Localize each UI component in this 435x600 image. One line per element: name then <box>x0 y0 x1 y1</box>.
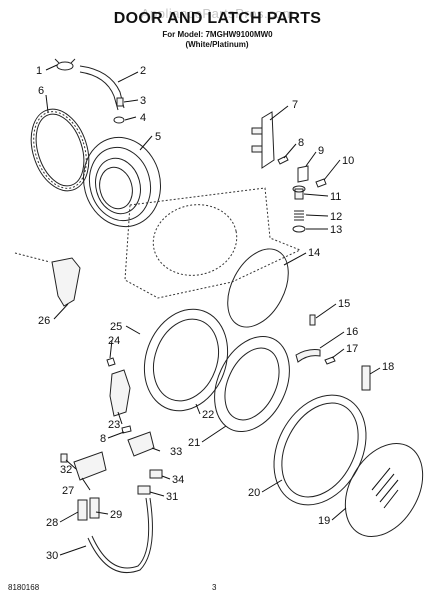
callout-28: 28 <box>46 517 58 529</box>
callout-5: 5 <box>155 131 161 143</box>
callout-32: 32 <box>60 464 72 476</box>
part-mounting-clip <box>137 485 151 495</box>
part-door-glass-bowl <box>214 335 290 433</box>
part-lever-screw <box>324 356 336 365</box>
part-glass-seal <box>227 248 289 328</box>
callout-4: 4 <box>140 112 146 124</box>
part-strike <box>297 165 327 188</box>
part-outer-glass <box>344 442 424 538</box>
model-variant: (White/Platinum) <box>185 40 249 49</box>
part-hinge-screw <box>277 155 289 165</box>
part-small-clip <box>309 314 316 326</box>
part-door-handle <box>14 252 81 307</box>
part-clip-pair <box>77 497 100 521</box>
callout-23: 23 <box>108 419 120 431</box>
part-screw <box>116 97 124 107</box>
callout-10: 10 <box>342 155 354 167</box>
watermark: AppliancePartsPros.com <box>140 6 295 21</box>
page-title: DOOR AND LATCH PARTS <box>113 10 322 27</box>
part-latch-pin <box>292 185 306 200</box>
callout-13: 13 <box>330 224 342 236</box>
callout-9: 9 <box>318 145 324 157</box>
callout-34: 34 <box>172 474 184 486</box>
callout-30: 30 <box>46 550 58 562</box>
page-number: 3 <box>212 583 217 592</box>
callout-33: 33 <box>170 446 182 458</box>
callout-2: 2 <box>140 65 146 77</box>
part-inner-door-frame <box>143 308 229 412</box>
part-lower-screw <box>121 425 132 434</box>
callout-22: 22 <box>202 409 214 421</box>
callout-18: 18 <box>382 361 394 373</box>
callout-25: 25 <box>110 321 122 333</box>
callout-17: 17 <box>346 343 358 355</box>
callout-24: 24 <box>108 335 120 347</box>
part-door-bellow <box>82 136 162 228</box>
callout-12: 12 <box>330 211 342 223</box>
part-bellow-spring <box>30 108 90 192</box>
callout-15: 15 <box>338 298 350 310</box>
document-number: 8180168 <box>8 583 40 592</box>
part-washer <box>113 116 125 124</box>
callout-14: 14 <box>308 247 320 259</box>
callout-20: 20 <box>248 487 260 499</box>
callout-19: 19 <box>318 515 330 527</box>
callout-29: 29 <box>110 509 122 521</box>
part-front-panel <box>124 187 302 299</box>
callout-16: 16 <box>346 326 358 338</box>
part-latch-spring <box>294 210 304 221</box>
callout-6: 6 <box>38 85 44 97</box>
callout-1: 1 <box>36 65 42 77</box>
callout-8-lower: 8 <box>100 433 106 445</box>
part-hose-clamp <box>54 58 76 71</box>
part-handle-lever <box>295 349 321 363</box>
callout-11: 11 <box>330 191 341 203</box>
callout-31: 31 <box>166 491 178 503</box>
part-small-screw <box>60 453 68 463</box>
callout-21: 21 <box>188 437 200 449</box>
callout-3: 3 <box>140 95 146 107</box>
part-spray-hose <box>79 65 125 111</box>
part-handle-insert <box>73 451 107 481</box>
part-handle-bracket <box>149 469 163 479</box>
callout-8: 8 <box>298 137 304 149</box>
part-retaining-ring <box>292 225 306 233</box>
callout-26: 26 <box>38 315 50 327</box>
part-latch-bracket <box>106 357 131 417</box>
model-number: For Model: 7MGHW9100MW0 <box>162 30 273 39</box>
callout-7: 7 <box>292 99 298 111</box>
part-door-wire-arc <box>87 497 153 574</box>
part-outer-door-ring <box>273 394 367 506</box>
part-door-hinge <box>251 111 275 169</box>
part-trim-strip <box>361 365 371 391</box>
callout-27: 27 <box>62 485 74 497</box>
part-handle-cover <box>127 431 155 457</box>
leader-lines <box>45 64 381 556</box>
